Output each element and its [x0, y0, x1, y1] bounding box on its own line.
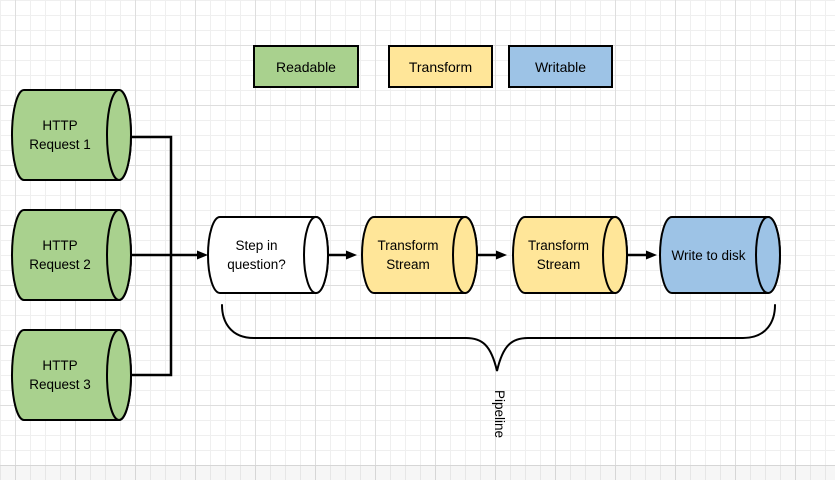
legend-label-writable: Writable [534, 58, 587, 75]
cylinder-cap [452, 216, 478, 294]
cylinder-http-request-3[interactable] [11, 329, 132, 421]
connector-transform2-to-writable[interactable] [627, 250, 657, 260]
legend-label-transform: Transform [408, 58, 473, 75]
arrowhead-icon [197, 250, 208, 260]
cylinder-cap [106, 329, 132, 421]
connector-step-to-transform1[interactable] [328, 250, 357, 260]
cylinder-write-to-disk[interactable] [659, 216, 781, 294]
cylinder-cap [755, 216, 781, 294]
legend-box-readable[interactable]: Readable [253, 45, 359, 88]
cylinder-transform-stream-2[interactable] [512, 216, 628, 294]
legend-label-readable: Readable [276, 58, 336, 75]
cylinder-cap [106, 89, 132, 181]
cylinder-http-request-1[interactable] [11, 89, 132, 181]
canvas-bottom-edge [0, 465, 835, 480]
pipeline-brace[interactable] [221, 304, 776, 372]
cylinder-cap [106, 209, 132, 301]
cylinder-cap [303, 216, 329, 294]
arrowhead-icon [346, 250, 357, 260]
cylinder-step-in-question[interactable] [207, 216, 329, 294]
arrowhead-icon [646, 250, 657, 260]
arrowhead-icon [496, 250, 507, 260]
legend-box-transform[interactable]: Transform [388, 45, 493, 88]
cylinder-http-request-2[interactable] [11, 209, 132, 301]
cylinder-cap [602, 216, 628, 294]
connector-into-step[interactable] [131, 250, 208, 260]
legend-box-writable[interactable]: Writable [508, 45, 613, 88]
cylinder-transform-stream-1[interactable] [361, 216, 478, 294]
connector-transform1-to-transform2[interactable] [477, 250, 507, 260]
